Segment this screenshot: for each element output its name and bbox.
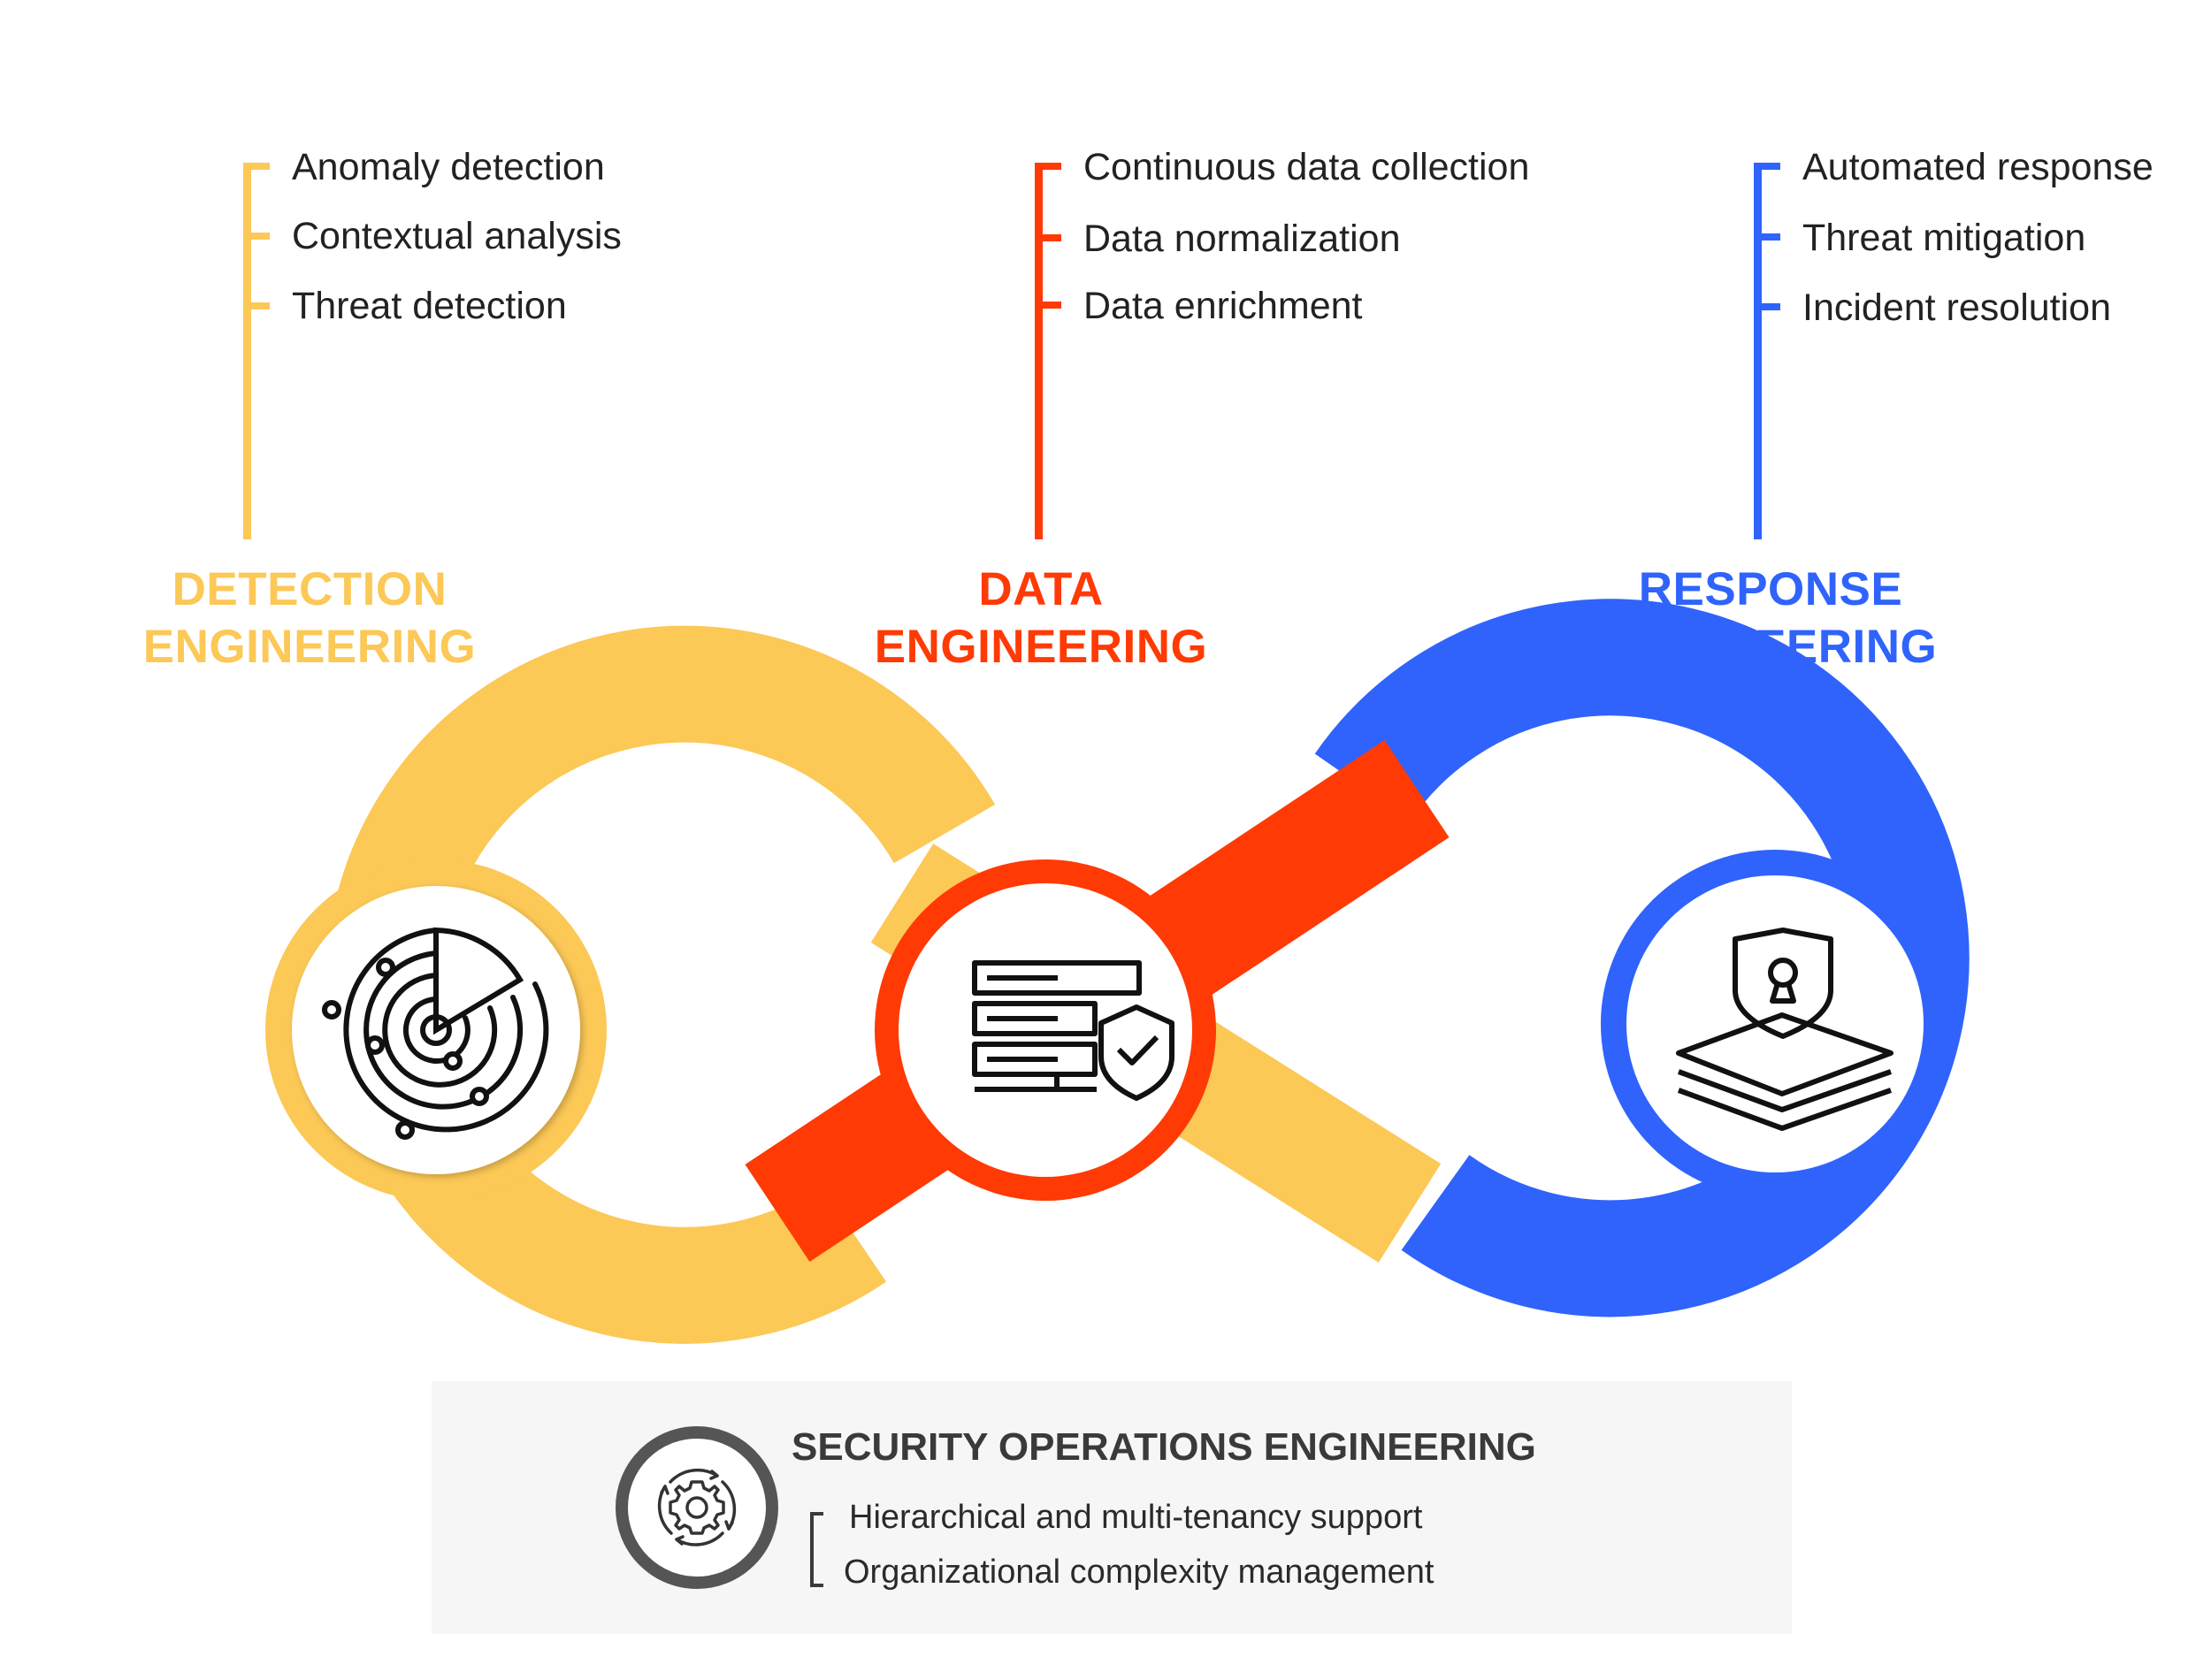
detection-node bbox=[265, 859, 607, 1201]
data-engineering-title: DATA ENGINEERING bbox=[776, 561, 1306, 676]
response-node bbox=[1601, 850, 1949, 1198]
server-shield-icon bbox=[972, 960, 1174, 1101]
title-line: DATA bbox=[978, 563, 1104, 615]
response-bracket-tick bbox=[1754, 303, 1780, 310]
detection-bullet-item: Contextual analysis bbox=[292, 215, 622, 257]
data-bracket-rail bbox=[1035, 166, 1043, 539]
response-bracket-tick bbox=[1754, 233, 1780, 241]
security-operations-panel: SECURITY OPERATIONS ENGINEERING Hierarch… bbox=[432, 1381, 1792, 1634]
response-bullet-item: Automated response bbox=[1802, 146, 2154, 188]
radar-icon bbox=[322, 927, 549, 1140]
detection-bullet-item: Threat detection bbox=[292, 285, 567, 327]
response-loop-band bbox=[1314, 599, 1970, 1317]
data-bracket-tick bbox=[1035, 234, 1061, 241]
data-bullet-item: Continuous data collection bbox=[1083, 146, 1530, 188]
response-bullet-item: Threat mitigation bbox=[1802, 217, 2086, 259]
response-bracket-tick bbox=[1754, 163, 1780, 170]
data-bracket-tick bbox=[1035, 302, 1061, 309]
response-bracket-rail bbox=[1754, 166, 1762, 539]
detection-bracket-tick bbox=[243, 163, 270, 170]
operations-item: Hierarchical and multi-tenancy support bbox=[849, 1499, 1423, 1536]
security-operations-title: SECURITY OPERATIONS ENGINEERING bbox=[792, 1425, 1536, 1469]
detection-bracket-tick bbox=[243, 233, 270, 240]
data-bracket-tick bbox=[1035, 163, 1061, 170]
detection-bracket-tick bbox=[243, 302, 270, 309]
detection-bullet-item: Anomaly detection bbox=[292, 146, 605, 188]
lock-shield-layers-icon bbox=[1676, 928, 1894, 1131]
operations-bracket bbox=[810, 1512, 823, 1587]
operations-item: Organizational complexity management bbox=[844, 1554, 1434, 1591]
response-bullet-item: Incident resolution bbox=[1802, 286, 2111, 329]
detection-engineering-title: DETECTION ENGINEERING bbox=[44, 561, 575, 676]
title-line: ENGINEERING bbox=[874, 620, 1208, 673]
data-bullet-item: Data normalization bbox=[1083, 218, 1401, 260]
data-bullet-item: Data enrichment bbox=[1083, 285, 1363, 327]
title-line: DETECTION bbox=[172, 563, 448, 615]
data-node bbox=[875, 859, 1216, 1201]
gear-cycle-icon bbox=[616, 1426, 778, 1589]
title-line: ENGINEERING bbox=[142, 620, 477, 673]
data-node-face bbox=[899, 883, 1192, 1177]
detection-bracket-rail bbox=[243, 166, 251, 539]
